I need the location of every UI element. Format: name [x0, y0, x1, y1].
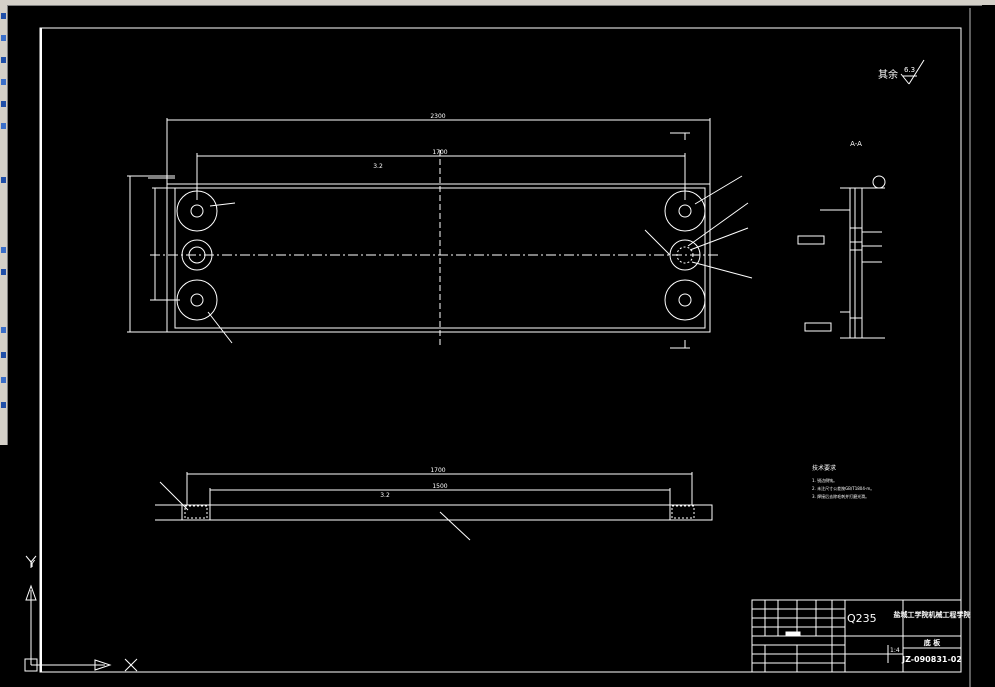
side-view	[155, 472, 713, 541]
plan-view	[127, 118, 753, 349]
section-label: A-A	[850, 140, 862, 148]
note-line-1: 1. 锐边倒钝。	[812, 477, 837, 483]
ucs-y-label: Y	[28, 559, 36, 570]
dim-bottom-inner: 1500	[432, 483, 447, 490]
surface-finish-label: 其余	[878, 68, 898, 81]
part-name: 底 板	[924, 638, 941, 647]
notes-heading: 技术要求	[812, 464, 836, 472]
surface-finish-value: 6.3	[904, 66, 915, 74]
note-line-3: 3. 焊接后去除毛刺并打磨光滑。	[812, 493, 869, 499]
toolbar-button-rectangle[interactable]	[0, 99, 7, 110]
toolbar-button-mtext[interactable]	[0, 400, 7, 411]
toolbar-button-block[interactable]	[0, 245, 7, 256]
drawing-number: JZ-090831-02	[901, 655, 962, 664]
dim-overall-length: 2300	[430, 113, 445, 120]
vertical-scrollbar[interactable]	[982, 5, 995, 687]
toolbar-button-table[interactable]	[0, 325, 7, 336]
ucs-icon	[24, 555, 138, 672]
drawing-frame	[39, 27, 962, 673]
toolbar-button-text[interactable]	[0, 175, 7, 186]
surface-finish-symbol	[900, 59, 925, 85]
toolbar-button-hatch[interactable]	[0, 121, 7, 132]
toolbar-button-point[interactable]	[0, 350, 7, 361]
toolbar-button-region[interactable]	[0, 375, 7, 386]
toolbar-button-arc[interactable]	[0, 77, 7, 88]
title-block	[751, 599, 962, 673]
section-a-a	[797, 175, 886, 339]
window-top-strip	[0, 0, 995, 6]
toolbar-button-line[interactable]	[0, 11, 7, 22]
ucs-x-label: X	[131, 668, 132, 670]
surface-finish-bottom: 3.2	[380, 492, 390, 499]
material-label: Q235	[847, 612, 877, 625]
scale-label: 1:4	[890, 647, 900, 654]
institution-name: 盐城工学院机械工程学院	[894, 610, 971, 619]
toolbar-button-circle[interactable]	[0, 55, 7, 66]
dim-hole-spacing: 1700	[432, 149, 447, 156]
toolbar-button-insert[interactable]	[0, 267, 7, 278]
toolbar-button-polyline[interactable]	[0, 33, 7, 44]
left-toolbar	[0, 5, 8, 445]
surface-finish-top: 3.2	[373, 163, 383, 170]
note-line-2: 2. 未注尺寸公差按GB/T1804-m。	[812, 485, 874, 491]
dim-bottom-length: 1700	[430, 467, 445, 474]
